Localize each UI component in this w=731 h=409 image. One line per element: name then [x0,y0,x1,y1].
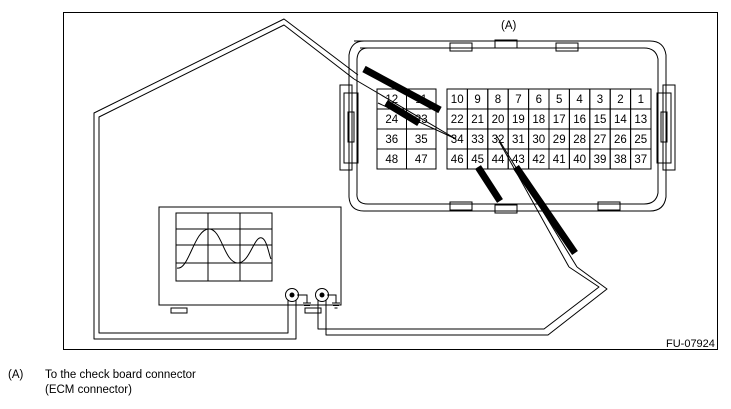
pin-number: 15 [594,114,607,126]
legend-key: (A) [8,369,24,381]
pin-number: 35 [415,134,428,146]
pin-number: 45 [471,154,484,166]
pin-number: 7 [515,94,521,106]
callout-label: (A) [501,20,517,32]
pin-number: 47 [415,154,428,166]
pin-number: 42 [532,154,545,166]
pin-number: 2 [617,94,623,106]
pin-number: 1 [638,94,644,106]
probe-tips [362,65,578,255]
pin-number: 44 [492,154,505,166]
legend-line-2: (ECM connector) [45,384,132,396]
left-latch [339,84,359,171]
pin-number: 32 [492,134,505,146]
pin-number: 30 [532,134,545,146]
probe-cable-inner [317,266,608,336]
pin-number: 21 [471,114,484,126]
pin-number: 10 [451,94,464,106]
waveform-trace [176,228,272,269]
probe-cable-outer [93,18,359,340]
pin-number: 37 [634,154,647,166]
probe-input-2 [315,288,329,302]
pin-number: 3 [597,94,603,106]
oscilloscope-screen [175,212,273,282]
pin-number: 5 [556,94,562,106]
pin-number: 31 [512,134,525,146]
pin-number: 16 [573,114,586,126]
pin-number: 20 [492,114,505,126]
pin-number: 38 [614,154,627,166]
probe-input-1 [285,288,299,302]
pin-number: 25 [634,134,647,146]
pin-number: 40 [573,154,586,166]
pin-number: 46 [451,154,464,166]
pin-number: 18 [532,114,545,126]
pin-number: 27 [594,134,607,146]
pin-number: 39 [594,154,607,166]
ground-symbol-2 [327,294,340,309]
oscilloscope [158,206,342,314]
pin-number: 8 [495,94,501,106]
pin-number: 14 [614,114,627,126]
diagram-frame: 1211242336354847 10987654321222120191817… [63,12,718,350]
probe-tip-3 [475,165,503,203]
pin-number: 19 [512,114,525,126]
pin-number: 9 [474,94,480,106]
pin-cell [630,148,652,170]
probe-tip-4 [513,165,578,255]
right-latch [656,84,676,171]
pin-number: 24 [385,114,398,126]
pin-number: 43 [512,154,525,166]
pin-number: 13 [634,114,647,126]
pin-number: 4 [576,94,583,106]
pin-number: 26 [614,134,627,146]
pin-number: 28 [573,134,586,146]
pin-number: 48 [385,154,398,166]
pin-number: 22 [451,114,464,126]
pin-number: 29 [553,134,566,146]
legend-line-1: To the check board connector [45,369,196,381]
wiring-diagram: 1211242336354847 10987654321222120191817… [93,18,715,350]
pin-number: 33 [471,134,484,146]
pin-number: 34 [451,134,464,146]
probe-tip-1 [362,65,442,114]
figure-code: FU-07924 [666,338,715,350]
ground-symbol-1 [297,294,311,309]
pin-number: 41 [553,154,566,166]
pin-number: 6 [536,94,542,106]
legend-text: To the check board connector (ECM connec… [45,368,196,398]
pin-number: 36 [385,134,398,146]
probe-tip-2 [384,100,421,126]
pin-cell [406,148,437,170]
ecm-connector [339,39,676,214]
pin-number: 17 [553,114,566,126]
